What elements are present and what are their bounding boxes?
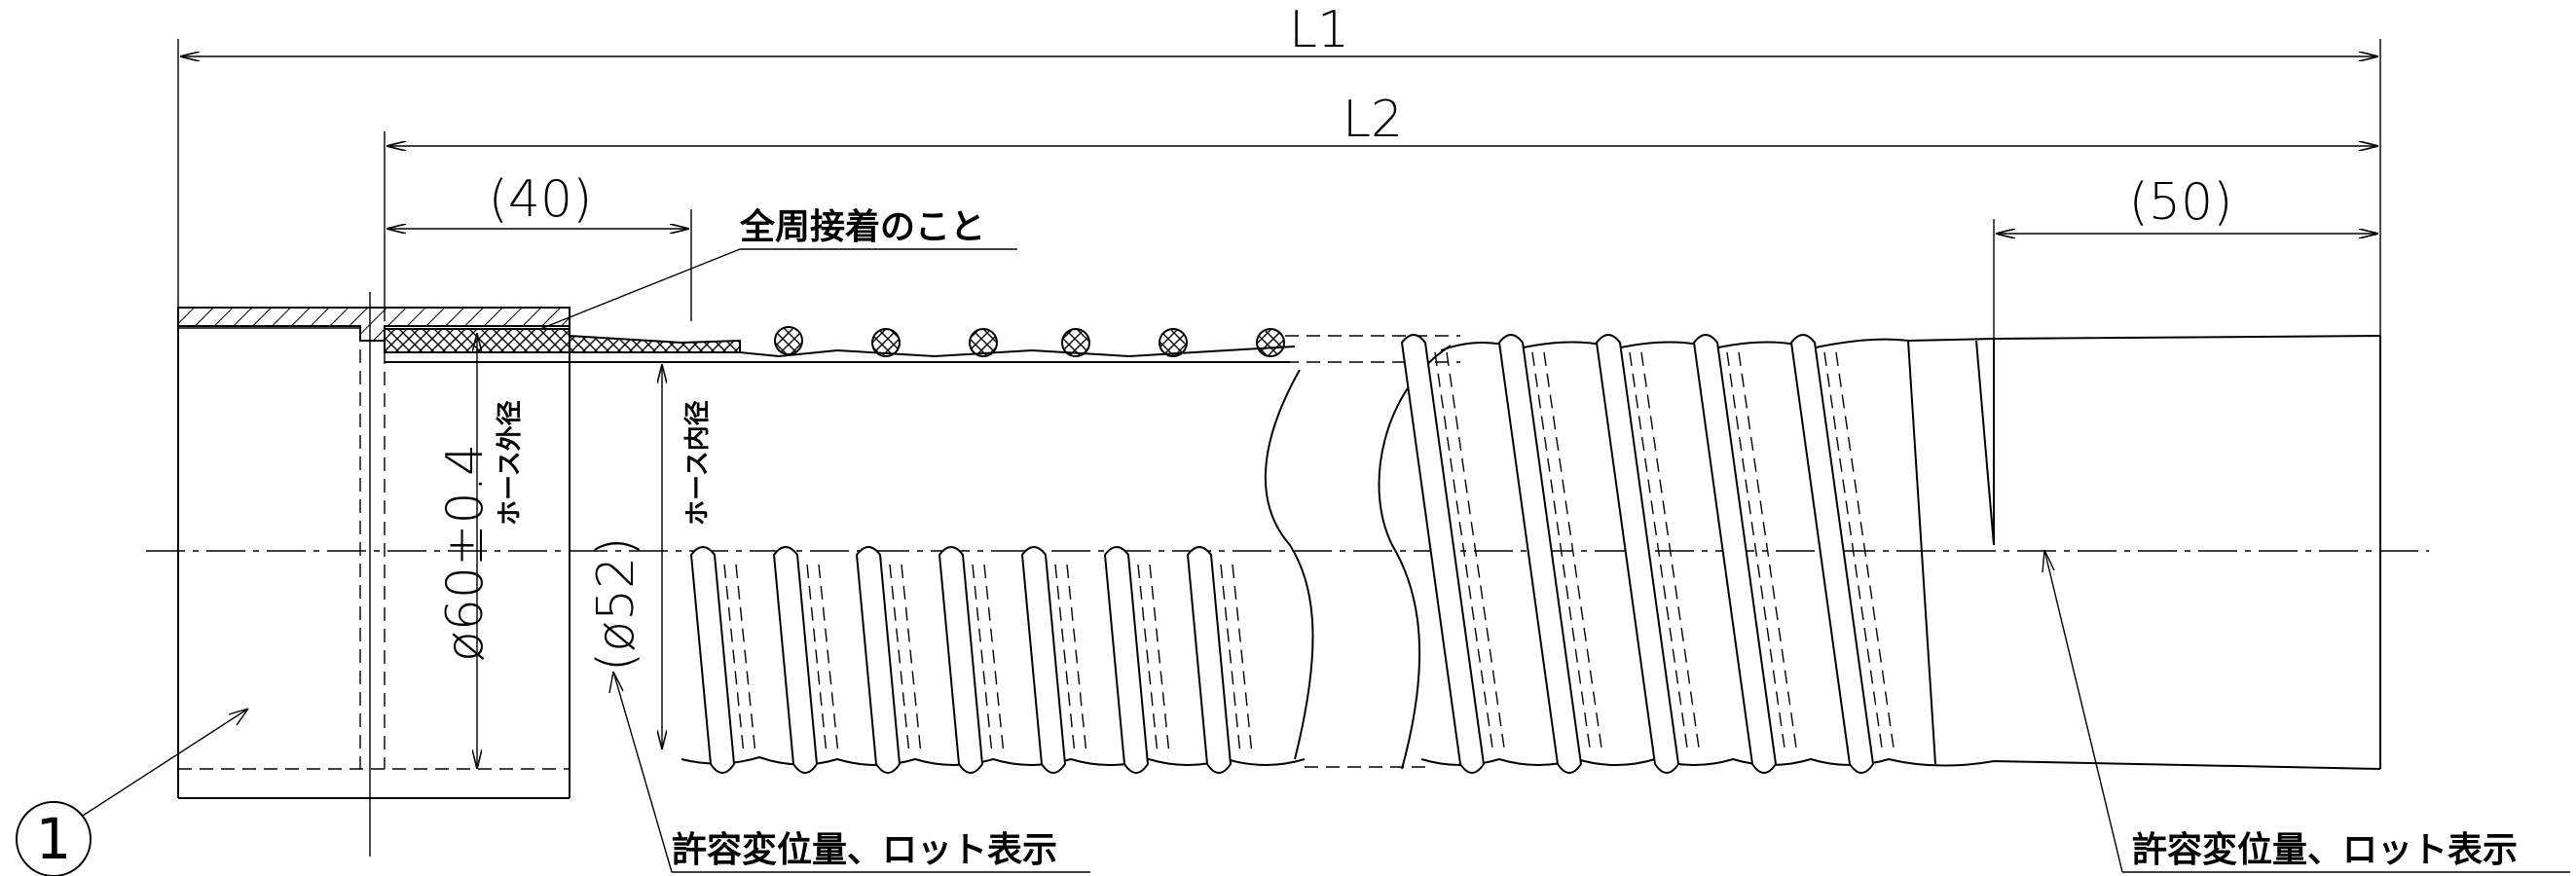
hose-rib-upper-5 (1789, 334, 1895, 774)
dimension-left-length-label: (40) (489, 170, 593, 229)
hose-rib-upper-2 (1497, 334, 1603, 774)
lot-note-left-text: 許容変位量、ロット表示 (672, 829, 1057, 870)
hose-ribs-lower (689, 546, 1253, 774)
hose-rib-lower-3 (855, 546, 922, 774)
lot-note-right-text: 許容変位量、ロット表示 (2132, 829, 2518, 870)
part-balloon: 1 (16, 708, 249, 876)
hose-rib-lower-4 (938, 546, 1005, 774)
hose-rib-upper-1 (1400, 334, 1506, 774)
dimension-l1: L1 (177, 1, 2381, 448)
socket-part (177, 292, 570, 857)
dimension-left-length: (40) (386, 170, 692, 321)
hose-rib-lower-1 (689, 546, 756, 774)
hose-body (681, 335, 2381, 770)
hose-rib-lower-2 (772, 546, 839, 774)
lot-note-right: 許容変位量、ロット表示 (2042, 549, 2570, 873)
hose-rib-lower-6 (1103, 546, 1170, 774)
dimension-l1-label: L1 (1289, 1, 1349, 59)
hose-ribs-upper (1400, 334, 1895, 774)
adhesive-note: 全周接着のこと (539, 206, 1017, 330)
hose-inner-label: ホース内径 (683, 400, 713, 526)
dimension-right-length-label: (50) (2129, 173, 2233, 232)
hose-rib-lower-5 (1020, 546, 1087, 774)
dimension-l2: L2 (384, 91, 2378, 321)
hose-rib-lower-7 (1186, 546, 1253, 774)
adhesive-note-text: 全周接着のこと (739, 206, 985, 247)
dimension-right-length: (50) (1993, 173, 2378, 341)
dimension-inner-diameter-label: (ø52) (587, 536, 645, 672)
hose-rib-upper-4 (1692, 334, 1798, 774)
dimension-inner-diameter: (ø52) ホース内径 (587, 364, 713, 749)
dimension-outer-diameter: ø60±0.4 ホース外径 (436, 333, 525, 769)
dimension-l2-label: L2 (1343, 91, 1403, 149)
hose-outer-label: ホース外径 (496, 400, 525, 526)
lot-note-left: 許容変位量、ロット表示 (608, 671, 1090, 873)
hose-section (384, 326, 1296, 363)
hose-rib-upper-3 (1595, 334, 1701, 774)
dimension-outer-diameter-label: ø60±0.4 (436, 444, 495, 662)
part-balloon-number: 1 (36, 806, 72, 872)
